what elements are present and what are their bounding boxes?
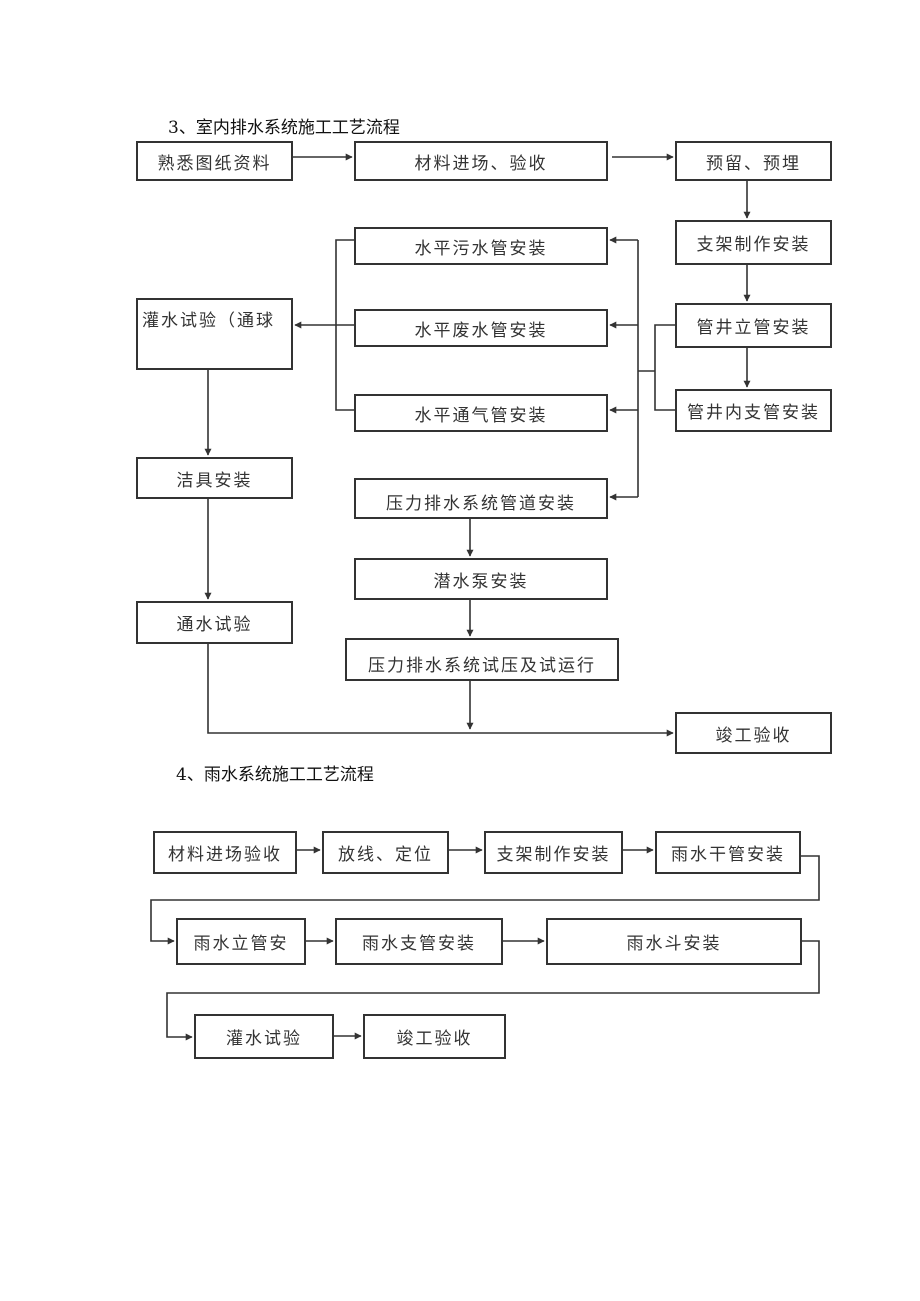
box-rain-bracket: 支架制作安装 [484, 831, 623, 874]
box-pressure-test-run: 压力排水系统试压及试运行 [345, 638, 619, 681]
box-rain-material-inspection: 材料进场验收 [153, 831, 297, 874]
box-shaft-branch-install: 管井内支管安装 [675, 389, 832, 432]
box-submersible-pump: 潜水泵安装 [354, 558, 608, 600]
box-rain-water-test: 灌水试验 [194, 1014, 334, 1059]
box-horizontal-vent-pipe: 水平通气管安装 [354, 394, 608, 432]
box-rain-riser: 雨水立管安 [176, 918, 306, 965]
arrow-rain-wrap-2 [166, 940, 820, 1041]
box-flow-test: 通水试验 [136, 601, 293, 644]
box-pressure-drain-pipe: 压力排水系统管道安装 [354, 478, 608, 519]
box-rain-hopper: 雨水斗安装 [546, 918, 802, 965]
box-shaft-riser-install: 管井立管安装 [675, 303, 832, 348]
bracket-shaft [654, 324, 675, 411]
box-rain-branch-pipe: 雨水支管安装 [335, 918, 503, 965]
box-bracket-install: 支架制作安装 [675, 220, 832, 265]
box-rain-main-pipe: 雨水干管安装 [655, 831, 801, 874]
box-familiarize-drawings: 熟悉图纸资料 [136, 141, 293, 181]
arrow-rain-wrap-1 [150, 855, 820, 945]
box-horizontal-waste-pipe: 水平废水管安装 [354, 309, 608, 347]
box-completion-acceptance: 竣工验收 [675, 712, 832, 754]
box-material-inspection: 材料进场、验收 [354, 141, 608, 181]
box-water-filling-test: 灌水试验（通球 [136, 298, 293, 370]
box-horizontal-sewage-pipe: 水平污水管安装 [354, 227, 608, 265]
arrow-flow-to-acceptance [207, 644, 674, 737]
box-reserve-embed: 预留、预埋 [675, 141, 832, 181]
box-rain-acceptance: 竣工验收 [363, 1014, 506, 1059]
section4-heading: 4、雨水系统施工工艺流程 [176, 765, 374, 785]
box-rain-setout: 放线、定位 [322, 831, 449, 874]
box-fixture-install: 洁具安装 [136, 457, 293, 499]
section3-heading: 3、室内排水系统施工工艺流程 [168, 118, 400, 138]
